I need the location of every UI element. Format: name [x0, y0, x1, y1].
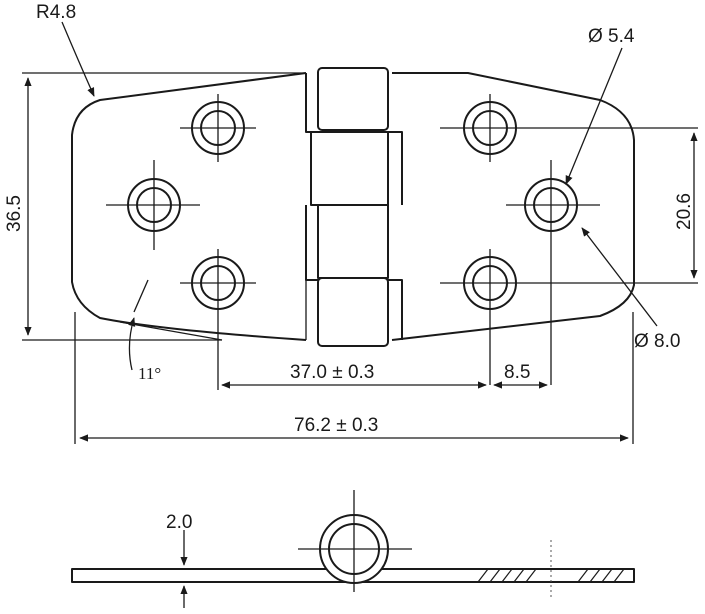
label-edge-offset: 8.5: [504, 362, 530, 383]
dimension-labels: R4.8 Ø 5.4 36.5 20.6 Ø 8.0 11° 37.0 ± 0.…: [4, 2, 695, 533]
left-leaf-outline: [71, 72, 307, 341]
hole-right-bottom: [440, 249, 698, 385]
label-angle: 11°: [138, 364, 161, 383]
label-overall-length: 76.2 ± 0.3: [294, 415, 378, 436]
mounting-holes: [106, 94, 698, 385]
hinge-knuckles: [305, 67, 403, 347]
label-corner-radius: R4.8: [36, 2, 76, 23]
dimension-lines: [22, 21, 698, 444]
hinge-top-view: [71, 67, 698, 385]
section-hatching: [477, 568, 625, 583]
label-horizontal-spacing: 37.0 ± 0.3: [290, 362, 374, 383]
hole-left-bottom: [180, 249, 256, 318]
hole-right-top: [440, 94, 698, 162]
right-leaf-outline: [391, 72, 635, 341]
label-large-hole-diameter: Ø 8.0: [634, 331, 680, 352]
hole-left-middle: [106, 160, 200, 250]
label-thickness: 2.0: [166, 512, 192, 533]
hole-right-middle: [506, 160, 600, 385]
label-small-hole-diameter: Ø 5.4: [588, 26, 635, 47]
hinge-side-view: [71, 490, 635, 608]
hole-left-top: [180, 94, 256, 162]
label-height: 36.5: [4, 195, 25, 232]
label-vertical-spacing: 20.6: [674, 193, 695, 230]
